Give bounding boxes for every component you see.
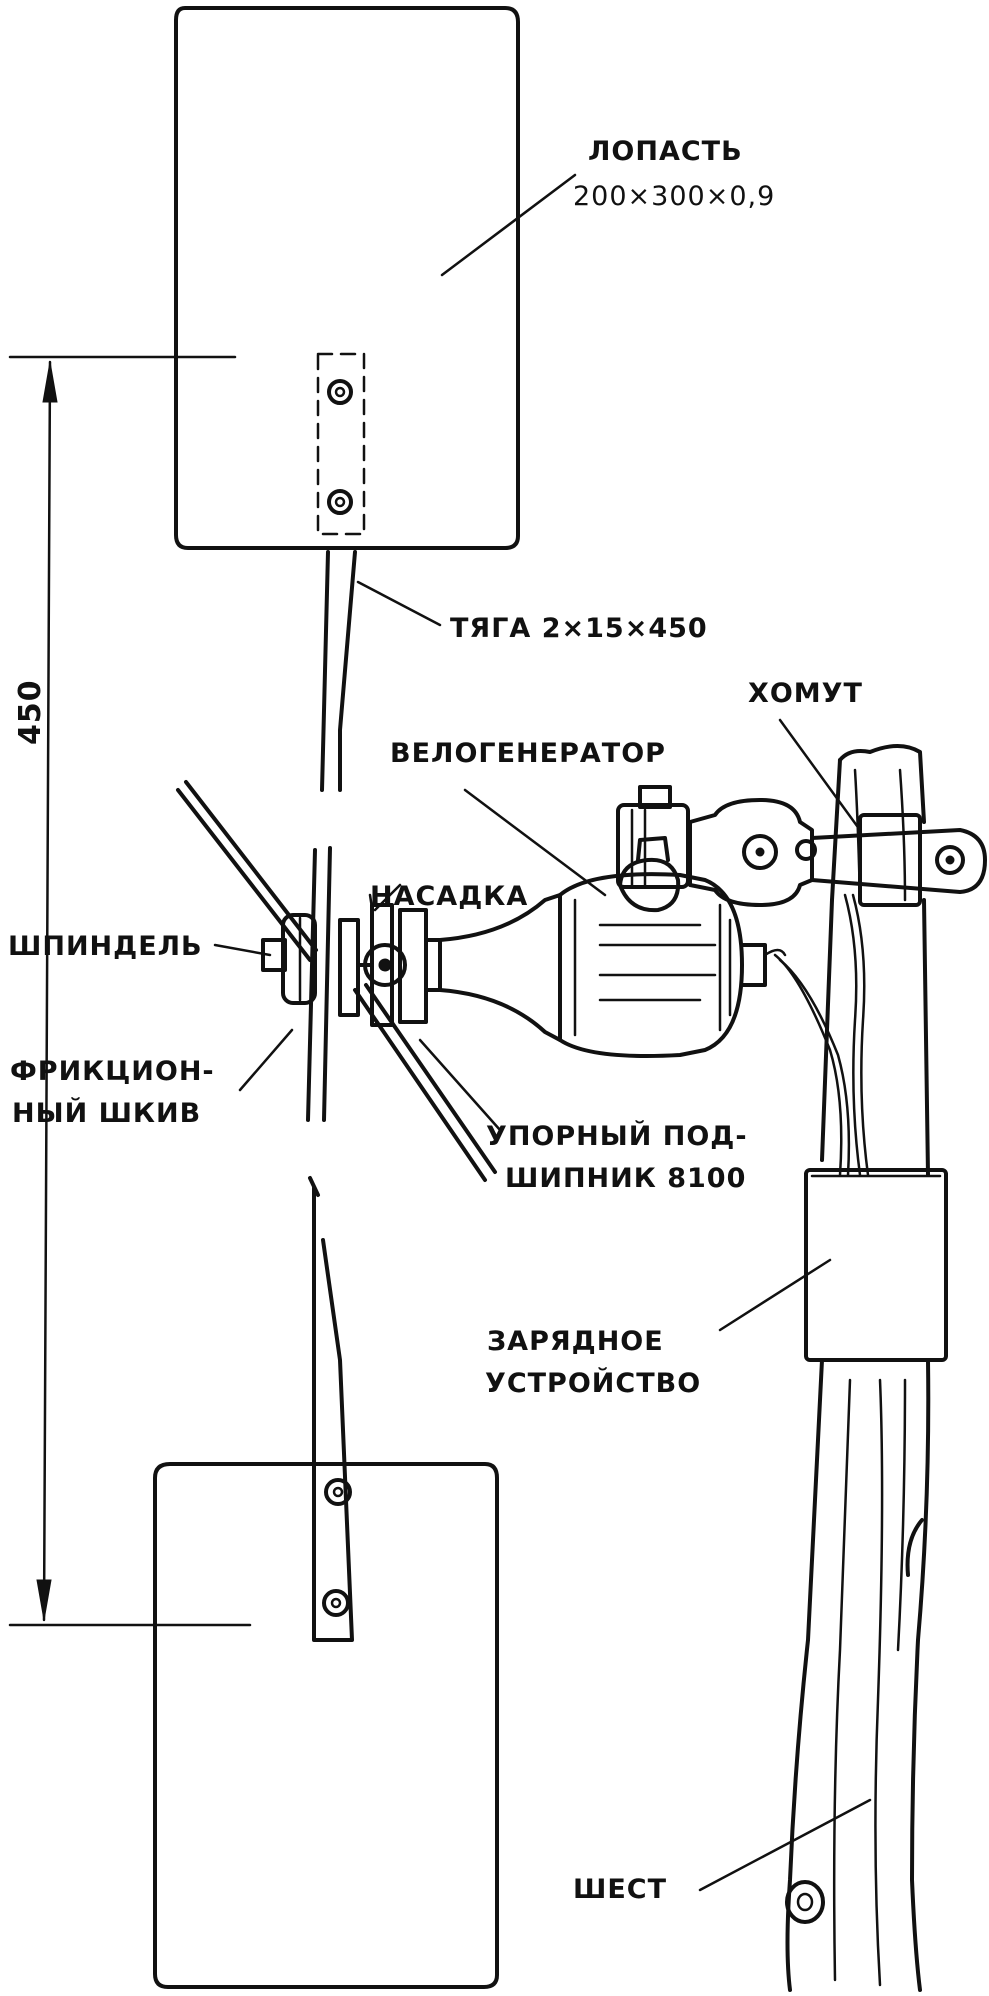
spindle-label: ШПИНДЕЛЬ bbox=[8, 931, 203, 962]
charger-label-line2: УСТРОЙСТВО bbox=[485, 1367, 701, 1399]
spindle-hub bbox=[261, 893, 442, 1027]
lower-blade bbox=[153, 1186, 499, 1989]
thrust-bearing-label-line2: ШИПНИК 8100 bbox=[505, 1163, 746, 1194]
charger-box bbox=[804, 1168, 948, 1362]
pole bbox=[785, 744, 931, 1992]
bike-generator-label: ВЕЛОГЕНЕРАТОР bbox=[390, 738, 666, 769]
pole-label: ШЕСТ bbox=[573, 1874, 667, 1905]
upper-rod bbox=[320, 550, 357, 792]
rod-label: ТЯГА 2×15×450 bbox=[450, 613, 708, 644]
lower-rod bbox=[308, 1176, 320, 1197]
leader-lines bbox=[213, 173, 872, 1892]
dimension-line bbox=[8, 355, 252, 1627]
clamp-label: ХОМУТ bbox=[748, 678, 863, 709]
charger-label-line1: ЗАРЯДНОЕ bbox=[487, 1326, 664, 1357]
wires bbox=[773, 893, 870, 1177]
upper-blade bbox=[174, 6, 520, 550]
generator-bracket bbox=[616, 785, 987, 907]
blade-label: ЛОПАСТЬ bbox=[588, 136, 743, 167]
blade-size-label: 200×300×0,9 bbox=[573, 181, 775, 212]
friction-pulley-label-line2: НЫЙ ШКИВ bbox=[12, 1097, 201, 1129]
side-blades bbox=[176, 780, 497, 1182]
dimension-label: 450 bbox=[13, 679, 48, 745]
friction-pulley-label-line1: ФРИКЦИОН- bbox=[10, 1056, 215, 1087]
nozzle-label: НАСАДКА bbox=[370, 881, 528, 912]
bike-generator bbox=[438, 836, 787, 1058]
thrust-bearing-label-line1: УПОРНЫЙ ПОД- bbox=[486, 1120, 748, 1152]
